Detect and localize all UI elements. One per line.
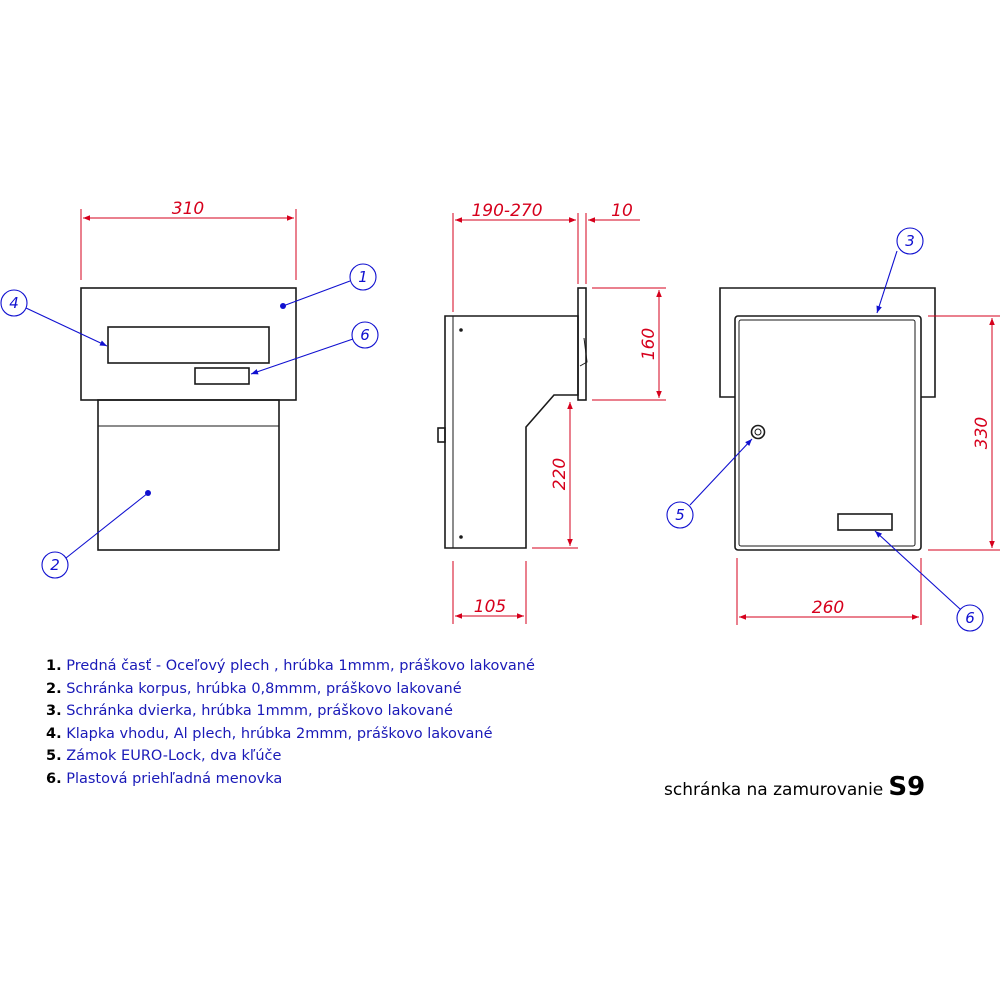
parts-legend: 1. Predná časť - Oceľový plech , hrúbka … — [46, 655, 535, 790]
callout-3-label: 3 — [905, 232, 915, 250]
legend-number: 6. — [46, 770, 62, 787]
dim-flange-label: 10 — [611, 201, 633, 221]
lock-cylinder — [750, 424, 766, 440]
dim-depth-label: 190-270 — [471, 201, 542, 221]
callout-6-door-leader — [874, 530, 961, 610]
legend-number: 1. — [46, 658, 62, 674]
legend-item: 4. Klapka vhodu, Al plech, hrúbka 2mmm, … — [46, 723, 535, 746]
callout-1-dot — [280, 303, 286, 309]
legend-number: 2. — [46, 680, 62, 697]
callouts: 1 2 3 4 5 6 6 — [0, 227, 984, 632]
front-plate — [80, 287, 297, 401]
callout-5-label: 5 — [675, 506, 685, 524]
rivet-bottom — [459, 535, 463, 539]
side-body-profile — [444, 315, 579, 549]
callout-4-bubble — [0, 289, 28, 317]
door-panel-inner — [738, 319, 916, 547]
callout-1-leader — [282, 280, 351, 307]
lock-keyhole — [754, 428, 762, 436]
front-flange — [577, 287, 587, 401]
side-view: 190-270 10 160 220 105 — [437, 201, 666, 624]
legend-text: Zámok EURO-Lock, dva kľúče — [66, 748, 282, 764]
drawing-caption: schránka na zamurovanie — [664, 780, 884, 800]
dim-330-label: 330 — [972, 417, 992, 449]
callout-2-leader — [65, 492, 149, 559]
front-view: 310 — [80, 199, 297, 551]
dim-310-label: 310 — [172, 199, 204, 219]
callout-6-door-label: 6 — [965, 609, 975, 627]
dim-260-label: 260 — [812, 598, 844, 618]
dim-105-label: 105 — [474, 597, 506, 617]
name-tag-front — [194, 367, 250, 385]
callout-2-label: 2 — [50, 556, 60, 574]
callout-4-leader — [25, 307, 108, 347]
legend-number: 3. — [46, 703, 62, 719]
legend-item: 1. Predná časť - Oceľový plech , hrúbka … — [46, 655, 535, 678]
dim-220-label: 220 — [550, 458, 570, 490]
legend-text: Predná časť - Oceľový plech , hrúbka 1mm… — [66, 658, 535, 674]
legend-text: Schránka korpus, hrúbka 0,8mmm, práškovo… — [66, 680, 462, 697]
callout-3-leader — [876, 250, 898, 314]
door-view-front-plate — [719, 287, 936, 398]
rivet-top — [459, 328, 463, 332]
callout-6-front-leader — [250, 338, 354, 375]
box-body-front — [97, 399, 280, 551]
drawing-title: schránka na zamurovanie S9 — [664, 772, 925, 802]
callout-1-label: 1 — [358, 268, 368, 286]
model-code: S9 — [888, 772, 926, 802]
legend-item: 2. Schránka korpus, hrúbka 0,8mmm, prášk… — [46, 678, 535, 701]
lock-knob-side — [437, 427, 446, 443]
dim-160-label: 160 — [639, 328, 659, 360]
callout-4-label: 4 — [9, 294, 19, 312]
legend-number: 4. — [46, 725, 62, 742]
legend-text: Schránka dvierka, hrúbka 1mmm, práškovo … — [66, 703, 453, 719]
door-view: 330 260 — [719, 287, 1000, 625]
door-panel-outer — [734, 315, 922, 551]
callout-5-bubble — [666, 501, 694, 529]
callout-6-front-bubble — [351, 321, 379, 349]
name-tag-door — [837, 513, 893, 531]
flap-hinge — [579, 337, 588, 367]
insertion-flap — [107, 326, 270, 364]
callout-5-leader — [689, 438, 753, 506]
callout-2-bubble — [41, 551, 69, 579]
callout-3-bubble — [896, 227, 924, 255]
callout-6-front-label: 6 — [360, 326, 370, 344]
legend-text: Plastová priehľadná menovka — [66, 770, 283, 787]
legend-text: Klapka vhodu, Al plech, hrúbka 2mmm, prá… — [66, 725, 493, 742]
callout-1-bubble — [349, 263, 377, 291]
legend-item: 6. Plastová priehľadná menovka — [46, 768, 535, 791]
legend-number: 5. — [46, 748, 62, 764]
callout-2-dot — [145, 490, 151, 496]
legend-item: 3. Schránka dvierka, hrúbka 1mmm, práško… — [46, 700, 535, 723]
legend-item: 5. Zámok EURO-Lock, dva kľúče — [46, 745, 535, 768]
callout-6-door-bubble — [956, 604, 984, 632]
